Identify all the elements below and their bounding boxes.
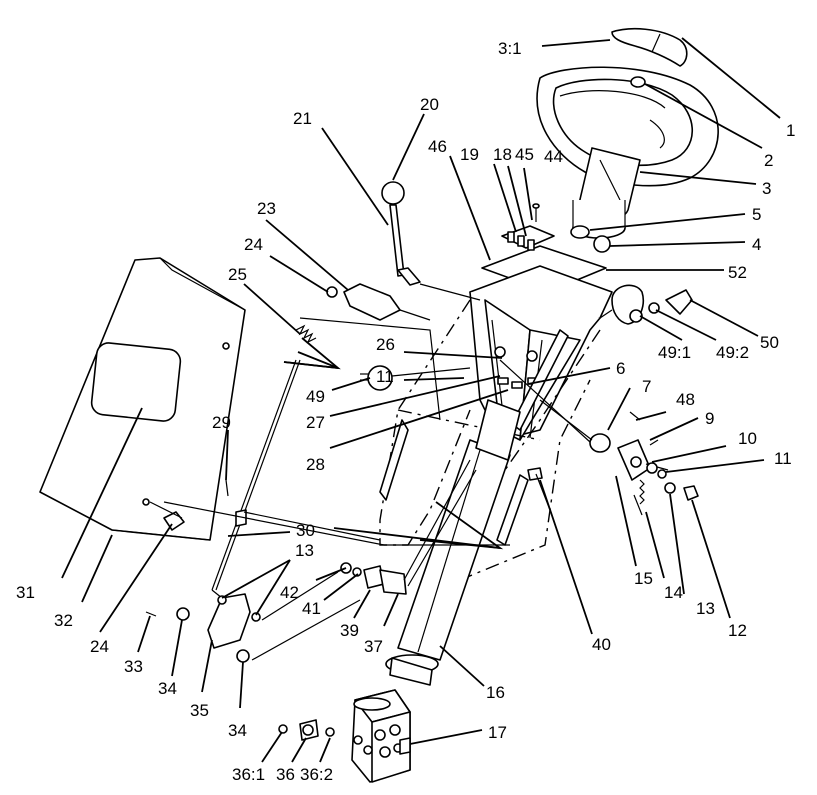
callout-48: 48	[676, 390, 695, 409]
callout-36-1: 36:1	[232, 765, 265, 784]
side-knob	[599, 284, 693, 325]
bolt	[527, 467, 551, 511]
hydraulic-fitting	[278, 719, 335, 741]
callout-labels: 3:1 1 2 3 5 4 52 20 21 46 19 18 45 44 23…	[16, 39, 795, 784]
steering-wheel-cap	[611, 27, 688, 67]
callout-31: 31	[16, 583, 35, 602]
callout-20: 20	[420, 95, 439, 114]
callout-2: 2	[764, 151, 773, 170]
callout-28: 28	[306, 455, 325, 474]
callout-26: 26	[376, 335, 395, 354]
hub-nut	[570, 225, 590, 239]
lever-bracket	[326, 283, 431, 321]
callout-7: 7	[642, 377, 651, 396]
callout-46: 46	[428, 137, 447, 156]
shift-lever	[381, 181, 481, 301]
spring-and-cable	[211, 317, 441, 599]
callout-23: 23	[257, 199, 276, 218]
bearing-assembly	[499, 359, 699, 516]
callout-13-left: 13	[295, 541, 314, 560]
callout-9: 9	[705, 409, 714, 428]
callout-19: 19	[460, 145, 479, 164]
callout-34-right: 34	[228, 721, 247, 740]
cotter-pin	[145, 611, 157, 617]
callout-30: 30	[296, 521, 315, 540]
callout-27: 27	[306, 413, 325, 432]
callout-18: 18	[493, 145, 512, 164]
callout-45: 45	[515, 145, 534, 164]
callout-11-right: 11	[774, 449, 792, 468]
callout-21: 21	[293, 109, 312, 128]
callout-1: 1	[786, 121, 795, 140]
knob	[593, 235, 611, 253]
pedal-linkage	[176, 479, 261, 663]
cover-panel	[39, 257, 246, 541]
callout-10: 10	[738, 429, 757, 448]
callout-37: 37	[364, 637, 383, 656]
callout-50: 50	[760, 333, 779, 352]
callout-49-1: 49:1	[658, 343, 691, 362]
callout-29: 29	[212, 413, 231, 432]
callout-33: 33	[124, 657, 143, 676]
callout-35: 35	[190, 701, 209, 720]
callout-36: 36	[276, 765, 295, 784]
callout-6: 6	[616, 359, 625, 378]
callout-3: 3	[762, 179, 771, 198]
callout-3-1: 3:1	[498, 39, 522, 58]
callout-32: 32	[54, 611, 73, 630]
callout-42: 42	[280, 583, 299, 602]
steering-wheel	[536, 66, 719, 239]
column-bracket	[469, 291, 601, 441]
callout-49: 49	[306, 387, 325, 406]
callout-12: 12	[728, 621, 747, 640]
steering-control-valve	[351, 689, 411, 783]
callout-44: 44	[544, 147, 563, 166]
callout-4: 4	[752, 235, 761, 254]
callout-14: 14	[664, 583, 683, 602]
leader-lines	[61, 37, 781, 763]
callout-36-2: 36:2	[300, 765, 333, 784]
callout-40: 40	[592, 635, 611, 654]
callout-52: 52	[728, 263, 747, 282]
callout-17: 17	[488, 723, 507, 742]
callout-5: 5	[752, 205, 761, 224]
callout-15: 15	[634, 569, 653, 588]
bolt	[149, 501, 185, 531]
callout-24-lower: 24	[90, 637, 109, 656]
steering-column	[385, 399, 521, 686]
rod-end-assembly	[340, 459, 477, 595]
callout-34-left: 34	[158, 679, 177, 698]
callout-24-upper: 24	[244, 235, 263, 254]
callout-25: 25	[228, 265, 247, 284]
callout-11-upper: 11	[376, 367, 394, 386]
callout-13-right: 13	[696, 599, 715, 618]
callout-39: 39	[340, 621, 359, 640]
callout-41: 41	[302, 599, 321, 618]
callout-49-2: 49:2	[716, 343, 749, 362]
callout-16: 16	[486, 683, 505, 702]
